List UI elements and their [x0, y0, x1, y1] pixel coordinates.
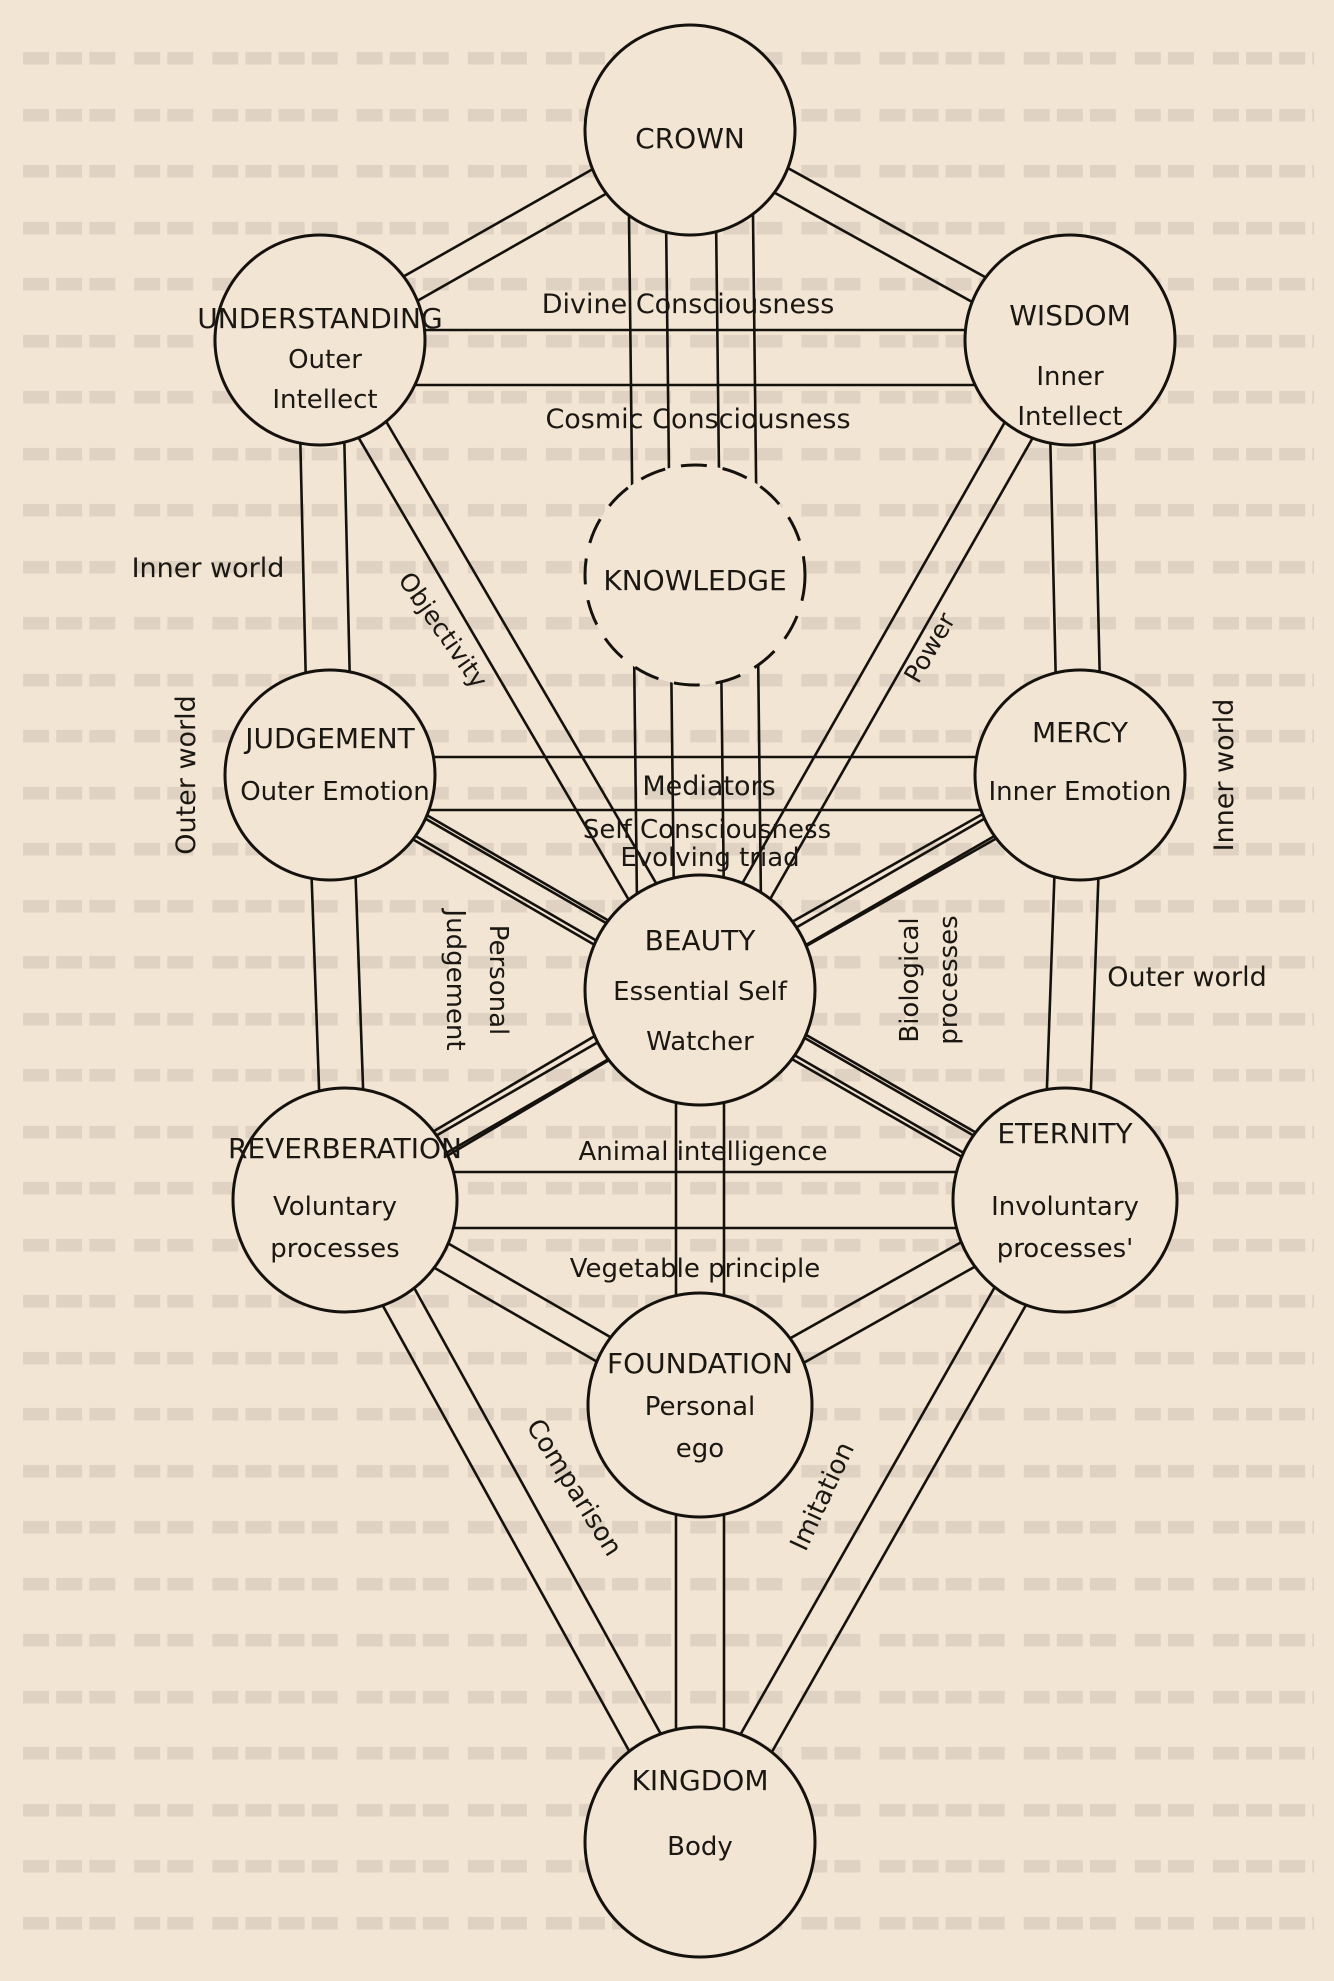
label-inner-world-right: Inner world: [1209, 699, 1240, 852]
label-animal-intelligence: Animal intelligence: [578, 1137, 827, 1167]
path-line: [305, 347, 688, 999]
sephira-crown-circle: [583, 23, 797, 237]
label-vegetable-principle: Vegetable principle: [570, 1254, 821, 1284]
sephira-wisdom-subtitle: Inner: [1036, 362, 1104, 392]
sephira-mercy-subtitle: Inner Emotion: [988, 777, 1171, 807]
path-wisdom-beauty: [684, 331, 1086, 999]
label-personal: Personal: [483, 925, 513, 1036]
sephira-foundation-subtitle: Personal: [645, 1392, 756, 1422]
sephira-kingdom-title: KINGDOM: [631, 1764, 768, 1797]
label-divine-consciousness: Divine Consciousness: [542, 289, 835, 320]
sephira-foundation-circle: [586, 1291, 814, 1519]
path-line: [328, 1208, 686, 1852]
sephira-judgement-circle: [223, 668, 437, 882]
sephira-eternity-circle: [951, 1086, 1179, 1314]
sephira-understanding-title: UNDERSTANDING: [197, 302, 442, 335]
sephira-eternity-title: ETERNITY: [997, 1117, 1133, 1150]
sephira-mercy-circle: [973, 668, 1187, 882]
sephira-eternity-subtitle: Involuntary: [991, 1192, 1139, 1222]
label-self-consciousness: Self Consciousness: [583, 815, 831, 845]
sephira-mercy-title: MERCY: [1032, 716, 1129, 749]
label-biological: Biological: [895, 917, 925, 1042]
path-line: [684, 331, 1058, 983]
path-line: [683, 1190, 1051, 1834]
sephira-understanding-subtitle: Intellect: [272, 385, 377, 415]
label-outer-world-left: Outer world: [171, 695, 202, 855]
path-line: [332, 331, 715, 983]
path-line: [714, 1208, 1082, 1852]
label-processes: processes: [934, 915, 964, 1044]
sephira-reverberation-title: REVERBERATION: [228, 1132, 462, 1165]
label-mediators: Mediators: [642, 771, 775, 802]
sephira-beauty-subtitle: Watcher: [646, 1027, 754, 1057]
path-reverberation-kingdom: [328, 1190, 717, 1852]
sephira-knowledge-title: KNOWLEDGE: [603, 564, 786, 597]
label-cosmic-consciousness: Cosmic Consciousness: [545, 404, 850, 435]
sephira-understanding-circle: [213, 233, 427, 447]
sephira-judgement-title: JUDGEMENT: [243, 722, 415, 755]
sephira-eternity-subtitle: processes': [997, 1234, 1134, 1264]
bleed-through-line: ▬▬▬ ▬▬ ▬▬▬▬ ▬▬▬ ▬▬ ▬▬▬▬ ▬▬▬ ▬▬ ▬▬▬▬ ▬▬▬ …: [20, 1618, 1314, 1658]
path-understanding-beauty: [305, 331, 715, 999]
sephira-beauty-title: BEAUTY: [645, 924, 757, 957]
bleed-through-line: ▬▬▬ ▬▬ ▬▬▬▬ ▬▬▬ ▬▬ ▬▬▬▬ ▬▬▬ ▬▬ ▬▬▬▬ ▬▬▬ …: [20, 1674, 1314, 1715]
label-judgement: Judgement: [440, 907, 470, 1050]
sephira-wisdom-subtitle: Intellect: [1017, 402, 1122, 432]
sephira-beauty-circle: [583, 873, 817, 1107]
path-eternity-kingdom: [683, 1190, 1082, 1852]
path-line: [712, 347, 1086, 999]
bleed-through-line: ▬▬▬ ▬▬ ▬▬▬▬ ▬▬▬ ▬▬ ▬▬▬▬ ▬▬▬ ▬▬ ▬▬▬▬ ▬▬▬ …: [20, 1561, 1314, 1602]
sephira-wisdom-title: WISDOM: [1009, 299, 1130, 332]
sephira-kingdom-circle: [583, 1725, 817, 1959]
sephira-beauty-subtitle: Essential Self: [613, 977, 788, 1007]
sephira-wisdom-circle: [963, 233, 1177, 447]
sephira-crown-title: CROWN: [635, 122, 745, 155]
label-outer-world-right: Outer world: [1107, 962, 1267, 993]
label-evolving-triad: Evolving triad: [620, 843, 799, 873]
label-objectivity: Objectivity: [392, 567, 493, 694]
sephira-understanding-subtitle: Outer: [288, 345, 362, 375]
sephira-knowledge-circle: [583, 463, 807, 687]
label-power: Power: [898, 607, 961, 688]
sephira-reverberation-subtitle: processes: [270, 1234, 399, 1264]
sephira-reverberation-circle: [231, 1086, 459, 1314]
nodes-layer: [213, 23, 1187, 1959]
sephira-judgement-subtitle: Outer Emotion: [240, 777, 430, 807]
sephira-foundation-title: FOUNDATION: [607, 1347, 793, 1380]
path-line: [359, 1190, 717, 1834]
sephira-foundation-subtitle: ego: [676, 1434, 724, 1464]
label-inner-world-left: Inner world: [132, 553, 285, 584]
sephira-reverberation-subtitle: Voluntary: [273, 1192, 397, 1222]
sephira-kingdom-subtitle: Body: [667, 1832, 733, 1862]
